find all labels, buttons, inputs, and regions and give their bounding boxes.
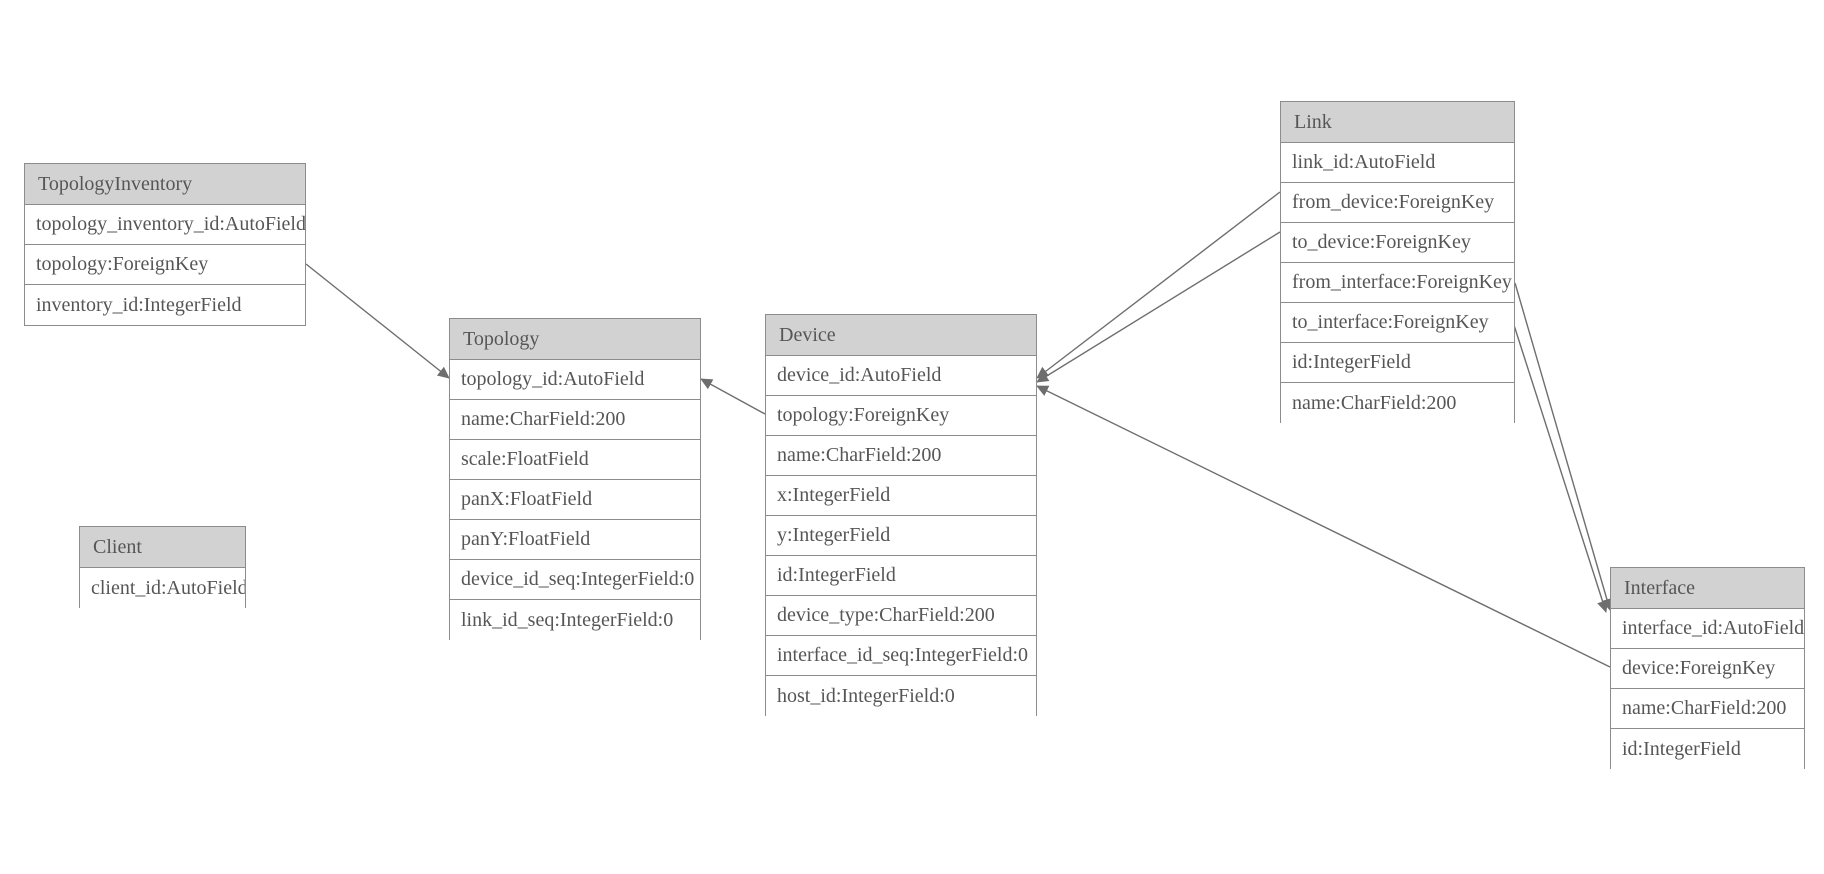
entity-field[interactable]: name:CharField:200: [1281, 383, 1514, 423]
entity-field[interactable]: device:ForeignKey: [1611, 649, 1804, 689]
rel-topologyinventory-topology[interactable]: [305, 263, 450, 379]
entity-title-client: Client: [80, 527, 245, 568]
entity-field[interactable]: name:CharField:200: [450, 400, 700, 440]
entity-title-link: Link: [1281, 102, 1514, 143]
entity-field[interactable]: to_interface:ForeignKey: [1281, 303, 1514, 343]
entity-field[interactable]: inventory_id:IntegerField: [25, 285, 305, 325]
rel-device-topology[interactable]: [700, 378, 766, 415]
entity-title-interface: Interface: [1611, 568, 1804, 609]
entity-field[interactable]: link_id_seq:IntegerField:0: [450, 600, 700, 640]
entity-field[interactable]: id:IntegerField: [1611, 729, 1804, 769]
entity-field[interactable]: interface_id:AutoField: [1611, 609, 1804, 649]
entity-field[interactable]: interface_id_seq:IntegerField:0: [766, 636, 1036, 676]
entity-field[interactable]: link_id:AutoField: [1281, 143, 1514, 183]
entity-field[interactable]: topology:ForeignKey: [766, 396, 1036, 436]
entity-field[interactable]: device_type:CharField:200: [766, 596, 1036, 636]
entity-field[interactable]: device_id_seq:IntegerField:0: [450, 560, 700, 600]
entity-field[interactable]: x:IntegerField: [766, 476, 1036, 516]
entity-field[interactable]: name:CharField:200: [766, 436, 1036, 476]
entity-field[interactable]: panX:FloatField: [450, 480, 700, 520]
entity-title-topology: Topology: [450, 319, 700, 360]
entity-field[interactable]: to_device:ForeignKey: [1281, 223, 1514, 263]
entity-field[interactable]: name:CharField:200: [1611, 689, 1804, 729]
entity-field[interactable]: y:IntegerField: [766, 516, 1036, 556]
rel-interface-device[interactable]: [1036, 385, 1611, 668]
entity-field[interactable]: topology_id:AutoField: [450, 360, 700, 400]
entity-field[interactable]: scale:FloatField: [450, 440, 700, 480]
rel-link-from-interface[interactable]: [1514, 282, 1613, 611]
entity-field[interactable]: topology_inventory_id:AutoField: [25, 205, 305, 245]
entity-title-topology_inventory: TopologyInventory: [25, 164, 305, 205]
entity-field[interactable]: id:IntegerField: [1281, 343, 1514, 383]
entity-field[interactable]: client_id:AutoField: [80, 568, 245, 608]
rel-link-to-device[interactable]: [1036, 231, 1281, 383]
rel-link-to-interface[interactable]: [1512, 321, 1609, 613]
entity-field[interactable]: device_id:AutoField: [766, 356, 1036, 396]
entity-field[interactable]: from_interface:ForeignKey: [1281, 263, 1514, 303]
entity-field[interactable]: host_id:IntegerField:0: [766, 676, 1036, 716]
entity-field[interactable]: id:IntegerField: [766, 556, 1036, 596]
entity-field[interactable]: from_device:ForeignKey: [1281, 183, 1514, 223]
entity-title-device: Device: [766, 315, 1036, 356]
rel-link-from-device[interactable]: [1036, 191, 1281, 379]
entity-field[interactable]: topology:ForeignKey: [25, 245, 305, 285]
entity-field[interactable]: panY:FloatField: [450, 520, 700, 560]
